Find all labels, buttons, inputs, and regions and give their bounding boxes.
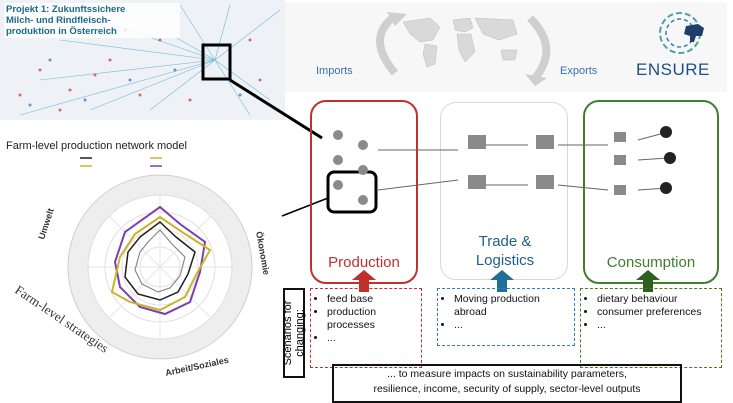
ensure-logo-text: ENSURE <box>636 60 710 79</box>
trade-logistics-label: Trade & Logistics <box>440 232 570 270</box>
trade-label-line1: Trade & <box>478 233 532 250</box>
project-title-line1: Projekt 1: Zukunftssichere <box>6 4 126 15</box>
trade-scenarios: Moving production abroad ... <box>437 288 575 346</box>
list-item: production processes <box>327 306 417 332</box>
project-title: Projekt 1: Zukunftssichere Milch- und Ri… <box>4 3 180 38</box>
production-scenarios: feed base production processes ... <box>310 288 422 368</box>
list-item: consumer preferences <box>597 306 717 319</box>
production-label: Production <box>328 254 400 271</box>
trade-arrow-icon <box>490 270 514 292</box>
imports-label: Imports <box>316 65 353 77</box>
exports-label: Exports <box>560 65 598 77</box>
impact-statement: ... to measure impacts on sustainability… <box>332 364 682 403</box>
supply-chain-flow <box>333 126 676 205</box>
scenarios-label-line2: changing: <box>294 309 306 357</box>
list-item: ... <box>597 319 717 332</box>
list-item: dietary behaviour <box>597 293 717 306</box>
scenarios-label-line1: Scenarios for <box>282 300 294 366</box>
project-title-line2: Milch- und Rindfleisch- <box>6 15 111 26</box>
ensure-logo-icon <box>659 12 704 54</box>
trade-arrows <box>376 12 551 86</box>
consumption-scenarios: dietary behaviour consumer preferences .… <box>580 288 722 368</box>
impact-line1: ... to measure impacts on sustainability… <box>387 368 627 380</box>
network-model-label: Farm-level production network model <box>6 140 187 152</box>
production-arrow-icon <box>352 270 376 292</box>
list-item: ... <box>327 332 417 345</box>
radar-legend <box>80 157 162 167</box>
impact-line2: resilience, income, security of supply, … <box>373 383 641 395</box>
trade-banner <box>285 2 727 92</box>
list-item: ... <box>454 319 570 332</box>
list-item: Moving production abroad <box>454 293 570 319</box>
list-item: feed base <box>327 293 417 306</box>
radar-chart: Umwelt Ökonomie Arbeit/Soziales Farm-lev… <box>12 157 272 378</box>
trade-label-line2: Logistics <box>475 252 535 269</box>
project-title-line3: produktion in Österreich <box>6 26 117 37</box>
consumption-arrow-icon <box>636 270 660 292</box>
consumption-label: Consumption <box>606 254 696 271</box>
world-map-icon <box>402 17 518 68</box>
